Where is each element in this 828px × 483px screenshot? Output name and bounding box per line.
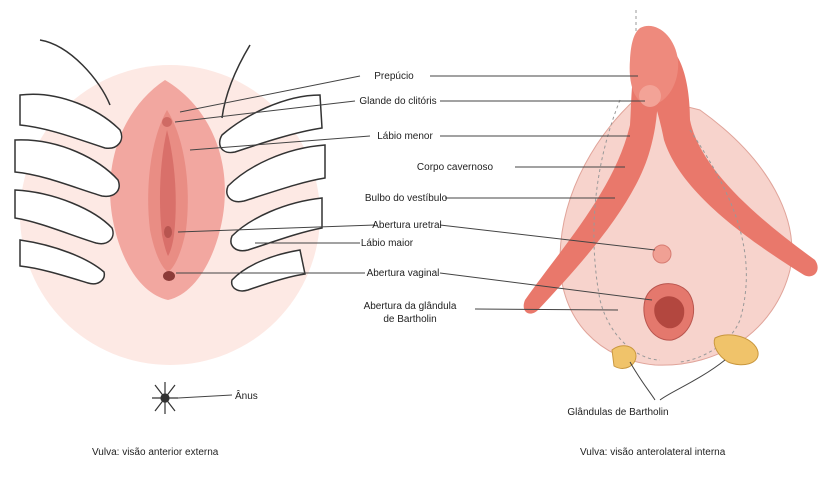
label-anus: Ânus — [235, 389, 258, 402]
anus-shape — [152, 382, 178, 414]
label-labio-menor: Lábio menor — [377, 131, 433, 142]
caption-left: Vulva: visão anterior externa — [92, 447, 219, 458]
label-abertura-uretral: Abertura uretral — [372, 220, 441, 231]
caption-right: Vulva: visão anterolateral interna — [580, 447, 726, 458]
label-glandulas-bartholin: Glândulas de Bartholin — [567, 407, 668, 418]
label-bulbo: Bulbo do vestíbulo — [365, 193, 448, 204]
internal-view-illustration — [524, 10, 818, 400]
bartholin-leader-lines — [630, 360, 725, 400]
label-abertura-glandula-line2: de Bartholin — [383, 314, 436, 325]
label-abertura-glandula-line1: Abertura da glândula — [364, 301, 457, 312]
vaginal-opening-shape — [163, 271, 175, 281]
bartholin-gland-left — [612, 346, 636, 369]
label-labio-maior: Lábio maior — [361, 238, 414, 249]
label-glande: Glande do clitóris — [359, 96, 436, 107]
urethral-opening-shape-internal — [653, 245, 671, 263]
bartholin-gland-right — [714, 335, 758, 365]
label-prepucio: Prepúcio — [374, 71, 414, 82]
external-view-illustration — [15, 40, 325, 414]
urethral-opening-shape — [164, 226, 172, 238]
label-abertura-vaginal: Abertura vaginal — [367, 268, 440, 279]
clitoris-glans-shape — [162, 117, 172, 127]
glans-shape — [639, 85, 661, 107]
label-corpo-cavernoso: Corpo cavernoso — [417, 162, 494, 173]
